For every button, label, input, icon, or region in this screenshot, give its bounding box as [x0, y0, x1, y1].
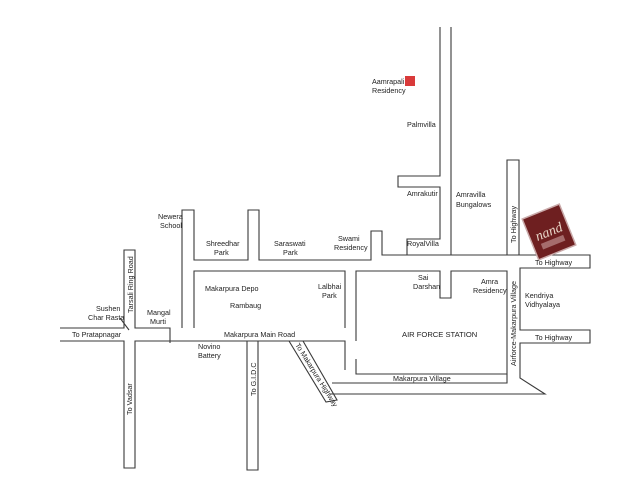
nand-logo-icon[interactable]: nand — [521, 203, 577, 261]
map-labels: Aamrapali Residency Palmvilla Amrakutir … — [72, 77, 573, 415]
road-sushen-connector — [119, 317, 130, 331]
label-air-force-station: AIR FORCE STATION — [402, 330, 477, 339]
road-to-highway-vertical — [506, 159, 520, 255]
road-makarpura-main-south — [60, 340, 346, 469]
label-shreedhar: Shreedhar Park — [206, 239, 242, 257]
road-makarpura-main-north — [60, 249, 171, 343]
label-to-pratapnagar: To Pratapnagar — [72, 330, 122, 339]
label-kendriya: Kendriya Vidhyalaya — [525, 291, 560, 309]
label-airforce-makarpura-village: Airforce-Makarpura Village — [509, 281, 518, 366]
label-makarpura-depo: Makarpura Depo — [205, 284, 259, 293]
label-swami: Swami Residency — [334, 234, 368, 252]
label-sai-darshan: Sai Darshan — [413, 273, 440, 291]
road-upper-horizontal — [181, 209, 591, 395]
road-to-gidc — [246, 341, 259, 471]
road-makarpura-village — [332, 374, 508, 384]
label-to-highway-1: To Highway — [535, 258, 573, 267]
label-makarpura-village: Makarpura Village — [393, 374, 451, 383]
label-novino: Novino Battery — [198, 342, 222, 360]
label-aamrapali: Aamrapali Residency — [372, 77, 406, 95]
label-makarpura-main-road: Makarpura Main Road — [224, 330, 295, 339]
label-palmvilla: Palmvilla — [407, 120, 436, 129]
label-newera: Newera School — [158, 212, 185, 230]
label-to-highway-2: To Highway — [535, 333, 573, 342]
label-tarsali-ring-road: Tarsali Ring Road — [126, 256, 135, 313]
label-to-highway-vertical: To Highway — [509, 205, 518, 243]
label-lalbhai: Lalbhai Park — [318, 282, 343, 300]
road-to-makarpura-highway — [288, 340, 338, 403]
label-royalvilla: RoyalVilla — [407, 239, 439, 248]
label-amrakutir: Amrakutir — [407, 189, 438, 198]
red-square-marker-icon[interactable] — [405, 76, 415, 86]
label-to-makarpura-highway: To Makarpura Highway — [293, 341, 340, 408]
label-mangal: Mangal Murti — [147, 308, 173, 326]
road-inner-block-top — [193, 270, 346, 328]
road-network — [60, 27, 591, 471]
label-sushen: Sushen Char Rasta — [88, 304, 124, 322]
road-air-force-block — [355, 270, 508, 375]
road-palmvilla-west — [397, 27, 441, 255]
label-amravilla: Amravilla Bungalows — [456, 190, 492, 209]
label-amra-residency: Amra Residency — [473, 277, 507, 295]
label-saraswati: Saraswati Park — [274, 239, 308, 257]
label-rambaug: Rambaug — [230, 301, 261, 310]
label-to-vadsar: To Vadsar — [125, 383, 134, 415]
label-to-gidc: To G.I.D.C — [249, 362, 258, 396]
